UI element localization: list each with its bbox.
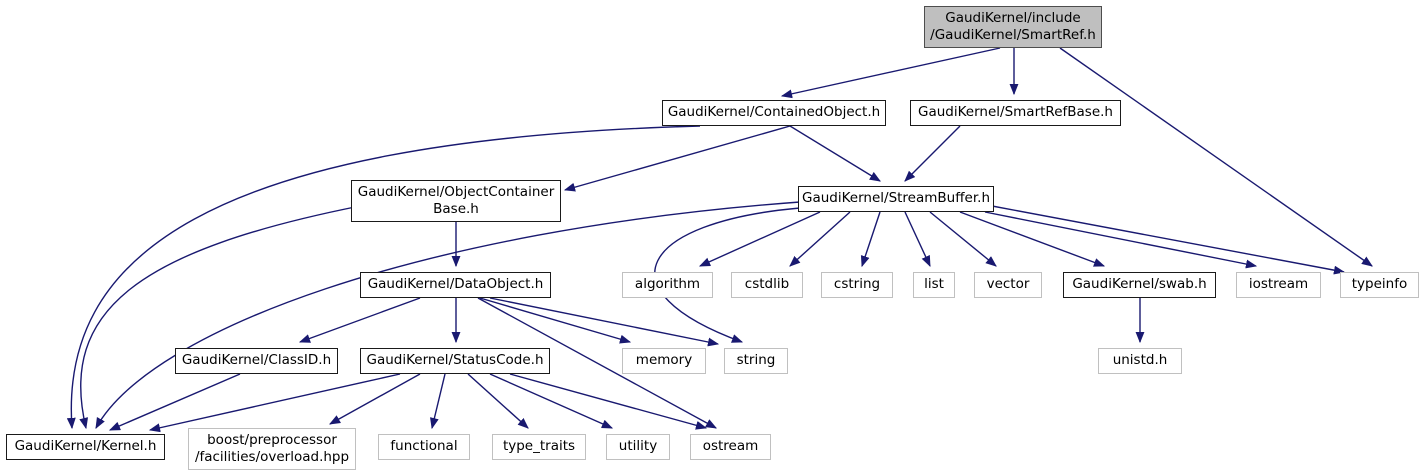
graph-node-kernel[interactable]: GaudiKernel/Kernel.h (6, 434, 165, 460)
graph-edge-streambuffer-to-cstring (860, 211, 881, 268)
graph-edge-streambuffer-to-vector (929, 211, 997, 267)
graph-node-typeinfo[interactable]: typeinfo (1340, 272, 1419, 298)
graph-edge-streambuffer-to-list (904, 211, 931, 268)
graph-edge-containedobject-to-objcontbase (563, 125, 791, 192)
graph-edge-statuscode-to-type_traits (467, 373, 529, 429)
graph-edge-containedobject-to-streambuffer (789, 125, 881, 182)
graph-node-cstdlib[interactable]: cstdlib (731, 272, 803, 298)
graph-edge-statuscode-to-utility (489, 373, 614, 429)
graph-edge-streambuffer-to-algorithm (698, 211, 821, 267)
graph-node-dataobject[interactable]: GaudiKernel/DataObject.h (360, 272, 551, 298)
graph-edge-objcontbase-to-kernel (79, 205, 361, 430)
graph-edge-statuscode-to-ostream (509, 373, 708, 430)
graph-node-algorithm[interactable]: algorithm (622, 272, 713, 298)
graph-node-type_traits[interactable]: type_traits (492, 434, 586, 460)
graph-node-ostream[interactable]: ostream (690, 434, 771, 460)
graph-edge-dataobject-to-memory (479, 297, 632, 344)
graph-node-cstring[interactable]: cstring (821, 272, 893, 298)
graph-node-utility[interactable]: utility (606, 434, 670, 460)
graph-edge-statuscode-to-boostoverload (329, 373, 421, 425)
graph-edge-streambuffer-to-string (654, 207, 801, 343)
graph-edge-dataobject-to-ostream (477, 297, 717, 429)
graph-node-streambuffer[interactable]: GaudiKernel/StreamBuffer.h (798, 186, 994, 212)
graph-edge-streambuffer-to-typeinfo (991, 205, 1346, 275)
graph-edge-streambuffer-to-kernel (95, 201, 801, 429)
graph-edge-smartref-to-containedobject (780, 47, 1001, 99)
graph-edge-dataobject-to-string (489, 297, 720, 347)
graph-node-objcontbase[interactable]: GaudiKernel/ObjectContainer Base.h (351, 180, 561, 222)
graph-node-memory[interactable]: memory (622, 348, 706, 374)
graph-node-containedobject[interactable]: GaudiKernel/ContainedObject.h (662, 100, 886, 126)
graph-edge-containedobject-to-kernel (66, 125, 701, 430)
graph-edge-smartrefbase-to-streambuffer (904, 125, 961, 182)
graph-node-swab[interactable]: GaudiKernel/swab.h (1063, 272, 1216, 298)
graph-node-boostoverload[interactable]: boost/preprocessor /facilities/overload.… (188, 428, 356, 470)
graph-edge-statuscode-to-kernel (148, 373, 401, 433)
graph-edge-dataobject-to-classid (298, 297, 421, 343)
graph-node-iostream[interactable]: iostream (1236, 272, 1321, 298)
graph-node-list[interactable]: list (913, 272, 955, 298)
graph-node-statuscode[interactable]: GaudiKernel/StatusCode.h (360, 348, 550, 374)
graph-edge-streambuffer-to-swab (959, 211, 1106, 267)
graph-edge-smartref-to-typeinfo (1059, 47, 1373, 267)
graph-edge-classid-to-kernel (108, 373, 241, 431)
graph-node-functional[interactable]: functional (378, 434, 470, 460)
graph-node-vector[interactable]: vector (974, 272, 1042, 298)
graph-node-unistd[interactable]: unistd.h (1098, 348, 1182, 374)
graph-node-smartrefbase[interactable]: GaudiKernel/SmartRefBase.h (910, 100, 1121, 126)
graph-node-classid[interactable]: GaudiKernel/ClassID.h (175, 348, 338, 374)
graph-edge-statuscode-to-functional (430, 373, 446, 430)
graph-node-string[interactable]: string (724, 348, 788, 374)
graph-edge-streambuffer-to-iostream (984, 211, 1258, 269)
graph-node-smartref[interactable]: GaudiKernel/include /GaudiKernel/SmartRe… (924, 6, 1102, 48)
graph-edge-streambuffer-to-cstdlib (789, 211, 851, 267)
